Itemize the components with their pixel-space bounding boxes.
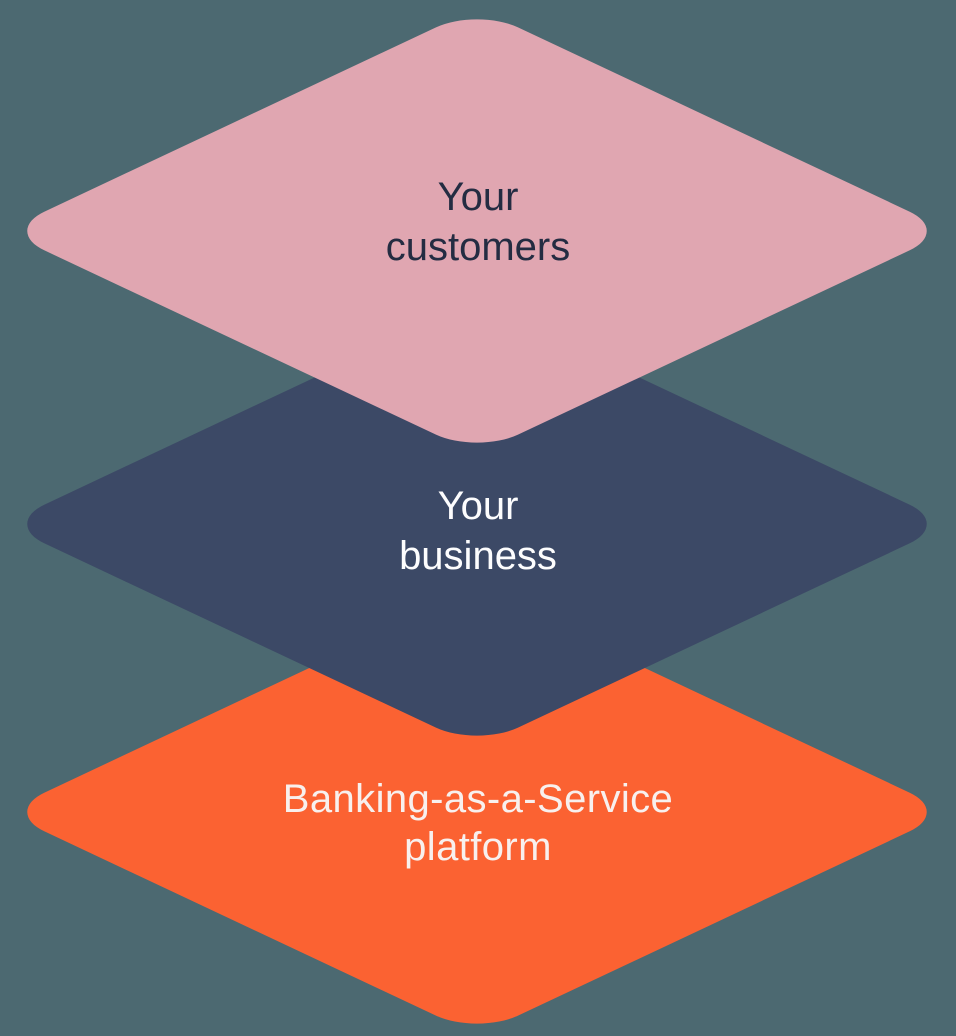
business-layer-diamond	[27, 312, 927, 736]
platform-layer-diamond	[27, 600, 927, 1024]
customers-layer-diamond	[27, 19, 927, 443]
